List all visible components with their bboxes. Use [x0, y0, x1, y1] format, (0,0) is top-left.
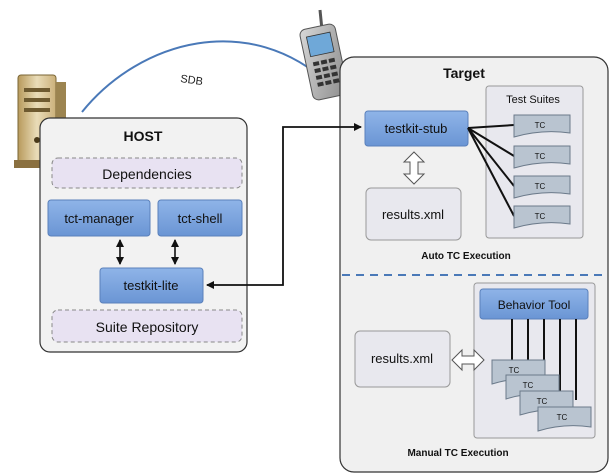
phone-icon [299, 9, 349, 101]
results-manual-label: results.xml [371, 351, 433, 366]
host-title: HOST [124, 128, 163, 144]
auto-tc-label: TC [535, 212, 546, 221]
suite-repository-box [51, 309, 243, 343]
behavior-tool-box [479, 288, 589, 320]
results-behavior-double-arrow [451, 348, 485, 372]
target-panel: Target testkit-stub results.xml Test Sui… [339, 56, 609, 473]
stub-results-double-arrow [402, 151, 426, 185]
auto-tc-doc-1: TC [513, 114, 571, 138]
testkit-lite-box [99, 267, 204, 304]
stub-to-tc-lines [467, 124, 515, 217]
auto-tc-label: TC [535, 182, 546, 191]
auto-tc-doc-2: TC [513, 145, 571, 169]
auto-tc-label: TC [535, 121, 546, 130]
auto-tc-execution-caption: Auto TC Execution [421, 251, 510, 262]
auto-tc-label: TC [535, 152, 546, 161]
manual-tc-label: TC [523, 381, 534, 390]
testkit-stub-label: testkit-stub [385, 121, 448, 136]
sdb-label: SDB [180, 73, 204, 88]
manual-tc-label: TC [557, 413, 568, 422]
testkit-lite-label: testkit-lite [124, 278, 179, 293]
tct-manager-box [47, 199, 151, 237]
manual-tc-execution-caption: Manual TC Execution [407, 448, 508, 459]
manual-tc-label: TC [509, 366, 520, 375]
host-panel: HOST Dependencies tct-manager tct-shell … [39, 117, 248, 353]
behavior-tool-label: Behavior Tool [498, 298, 571, 312]
dependencies-label: Dependencies [102, 166, 192, 182]
manual-tc-label: TC [537, 397, 548, 406]
tct-shell-label: tct-shell [178, 211, 223, 226]
results-auto-label: results.xml [382, 207, 444, 222]
auto-tc-doc-3: TC [513, 175, 571, 199]
sdb-link-line [81, 40, 331, 113]
test-suites-label: Test Suites [506, 94, 560, 106]
target-title: Target [443, 65, 485, 81]
results-auto-box [365, 187, 462, 241]
manual-tc-doc-4: TC [537, 406, 592, 432]
auto-tc-doc-4: TC [513, 205, 571, 229]
suite-repository-label: Suite Repository [96, 319, 199, 335]
results-manual-box [354, 330, 451, 388]
lite-stub-connector [206, 123, 362, 289]
tct-manager-label: tct-manager [64, 211, 134, 226]
